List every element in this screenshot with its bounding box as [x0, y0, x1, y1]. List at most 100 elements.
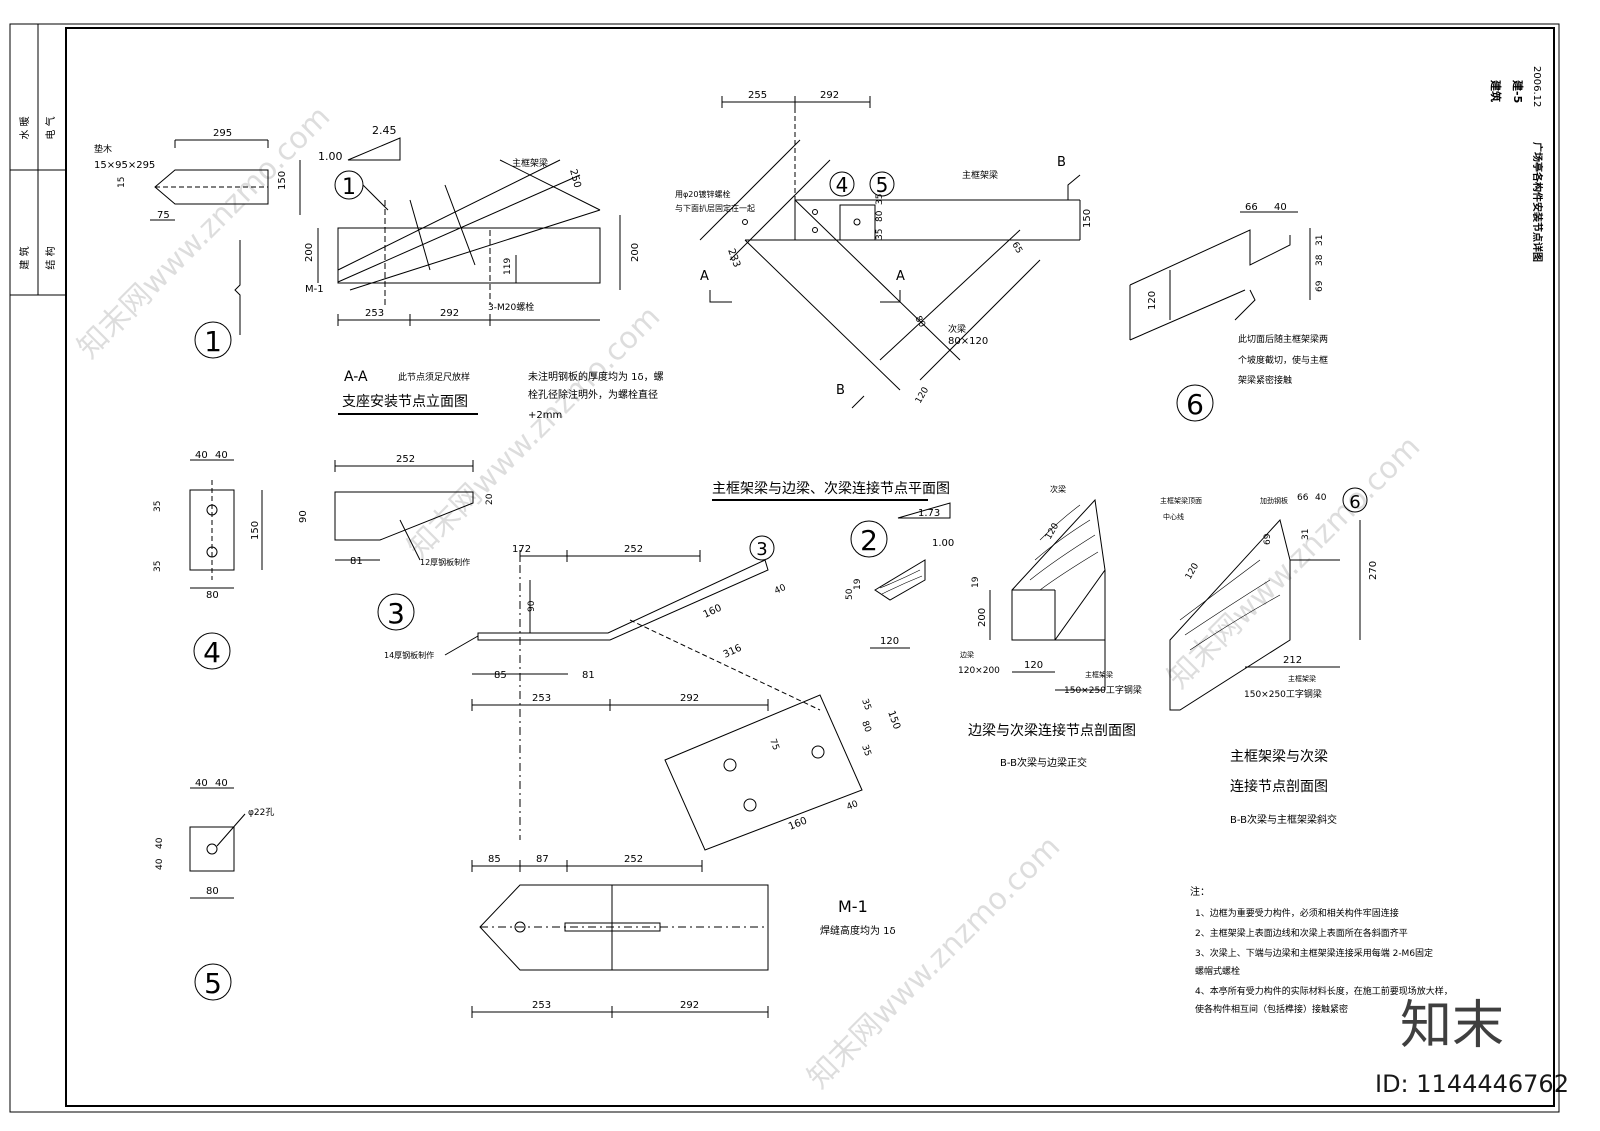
svg-text:253: 253	[532, 693, 551, 704]
aa-title: A-A	[344, 369, 368, 385]
detail-5: 40 40 φ22孔 40 40 80 5	[155, 778, 274, 1001]
svg-text:150×250工字钢梁: 150×250工字钢梁	[1064, 684, 1142, 696]
steel-plate	[477, 559, 769, 641]
svg-text:252: 252	[624, 544, 643, 555]
m1-note: 焊缝高度均为 1δ	[820, 924, 896, 937]
detail-6: 66 40 120 31 38 69 此切面后随主框架梁两 个坡度截切，使与主框…	[1129, 202, 1328, 422]
side-row2-a: 建 筑	[18, 246, 31, 269]
svg-text:3: 3	[756, 539, 767, 560]
svg-text:加劲钢板: 加劲钢板	[1260, 496, 1288, 505]
svg-text:160: 160	[787, 815, 809, 832]
svg-text:40: 40	[773, 583, 788, 597]
plan-sec-a-left: A	[700, 269, 709, 284]
svg-text:85: 85	[488, 854, 501, 865]
section-main-mark	[1342, 487, 1368, 513]
svg-text:316: 316	[722, 643, 744, 661]
svg-text:14厚钢板制作: 14厚钢板制作	[384, 650, 434, 660]
d6-dim-31: 31	[1315, 235, 1325, 246]
svg-text:19: 19	[853, 578, 863, 590]
aa-note-inline: 此节点须足尺放样	[398, 371, 470, 383]
d3-plate	[334, 491, 474, 541]
d1-dim-150: 150	[277, 171, 288, 190]
inner-frame	[65, 27, 1555, 1107]
tb-drawing-title: 广场亭各构件安装节点详图	[1531, 142, 1544, 262]
m1-outline	[479, 884, 769, 971]
note-2: 2、主框架梁上表面边线和次梁上表面所在各斜面齐平	[1195, 927, 1408, 939]
d6-dim-38: 38	[1315, 254, 1325, 266]
plan-dim-35b: 35	[875, 194, 885, 205]
aa-note-line1: 未注明钢板的厚度均为 1δ，螺	[528, 370, 664, 383]
d2-wood	[874, 559, 926, 601]
svg-text:35: 35	[859, 698, 872, 712]
svg-text:35: 35	[153, 501, 163, 512]
svg-text:253: 253	[532, 1000, 551, 1011]
note-4b: 使各构件相互间（包括榫接）接触紧密	[1195, 1003, 1348, 1015]
d6-dim-69: 69	[1315, 280, 1325, 292]
svg-text:292: 292	[680, 693, 699, 704]
watermark-id: ID: 1144446762	[1375, 1070, 1569, 1098]
steel-part: 172 252 3 90 14厚钢板制作 40 160 316 85 81 25…	[384, 535, 902, 851]
svg-text:150: 150	[250, 521, 261, 540]
svg-text:120: 120	[1024, 660, 1043, 671]
svg-text:主框架梁: 主框架梁	[1085, 670, 1113, 679]
svg-text:120: 120	[1184, 561, 1201, 581]
svg-text:中心线: 中心线	[1163, 512, 1184, 521]
svg-text:40: 40	[155, 837, 165, 849]
d6-dim-66: 66	[1245, 202, 1258, 213]
section-main-subtitle: B-B次梁与主框架梁斜交	[1230, 813, 1337, 826]
svg-text:1.00: 1.00	[932, 538, 954, 549]
svg-text:252: 252	[396, 454, 415, 465]
d3-mark: 3	[387, 597, 405, 630]
svg-text:252: 252	[624, 854, 643, 865]
m1-title: M-1	[838, 897, 868, 916]
aa-label-bolt: 3-M20螺栓	[488, 301, 534, 313]
aa-dim-119: 119	[503, 258, 513, 275]
svg-text:40: 40	[1315, 493, 1327, 503]
section-edge-subtitle: B-B次梁与边梁正交	[1000, 756, 1087, 769]
aa-dim-200-left: 200	[304, 243, 315, 262]
svg-text:次梁: 次梁	[1050, 484, 1066, 494]
detail-1: 295 150 75 垫木 15×95×295 15 1	[94, 128, 301, 359]
d6-note-line1: 此切面后随主框架梁两	[1238, 333, 1328, 345]
svg-text:40: 40	[845, 799, 860, 813]
plan-sec-a-right: A	[896, 269, 905, 284]
steel-mark	[749, 535, 775, 561]
svg-text:87: 87	[536, 854, 549, 865]
d5-mark: 5	[204, 967, 222, 1000]
svg-text:212: 212	[1283, 655, 1302, 666]
aa-slope-h: 2.45	[372, 124, 397, 137]
plan-dim-292: 292	[820, 90, 839, 101]
svg-text:40: 40	[215, 450, 228, 461]
plan-plate	[839, 204, 876, 241]
d2-mark: 2	[860, 524, 878, 557]
tb-discipline: 建筑	[1489, 80, 1503, 102]
section-main-title-2: 连接节点剖面图	[1230, 778, 1328, 795]
aa-dim-292: 292	[440, 308, 459, 319]
svg-text:69: 69	[1263, 533, 1273, 545]
tb-date: 2006.12	[1531, 66, 1542, 107]
notes-head: 注：	[1190, 885, 1210, 898]
aa-slope-v: 1.00	[318, 150, 343, 163]
d6-dim-40: 40	[1274, 202, 1287, 213]
outer-frame	[9, 23, 1560, 1113]
d3-mark-circle	[377, 593, 415, 631]
svg-text:66: 66	[1297, 493, 1309, 503]
plan-sec-b-bottom: B	[836, 383, 845, 398]
d4-mark: 4	[203, 636, 221, 669]
svg-text:50: 50	[845, 588, 855, 600]
svg-text:40: 40	[195, 778, 208, 789]
svg-text:6: 6	[1349, 492, 1360, 513]
svg-text:85: 85	[494, 670, 507, 681]
detail-3: 252 90 20 81 12厚钢板制作 3	[298, 454, 495, 631]
svg-text:主框架梁顶面: 主框架梁顶面	[1160, 496, 1202, 505]
side-row1-b: 电 气	[44, 116, 57, 139]
svg-text:40: 40	[195, 450, 208, 461]
plan-title: 主框架梁与边梁、次梁连接节点平面图	[712, 480, 950, 497]
svg-text:150×250工字钢梁: 150×250工字钢梁	[1244, 688, 1322, 700]
tb-sheet-no: 建-5	[1511, 80, 1525, 103]
d1-mark: 1	[204, 325, 222, 358]
plan-dim-35a: 35	[875, 229, 885, 240]
aa-note-line2: 栓孔径除注明外，为螺栓直径	[528, 388, 658, 401]
svg-text:81: 81	[350, 556, 363, 567]
